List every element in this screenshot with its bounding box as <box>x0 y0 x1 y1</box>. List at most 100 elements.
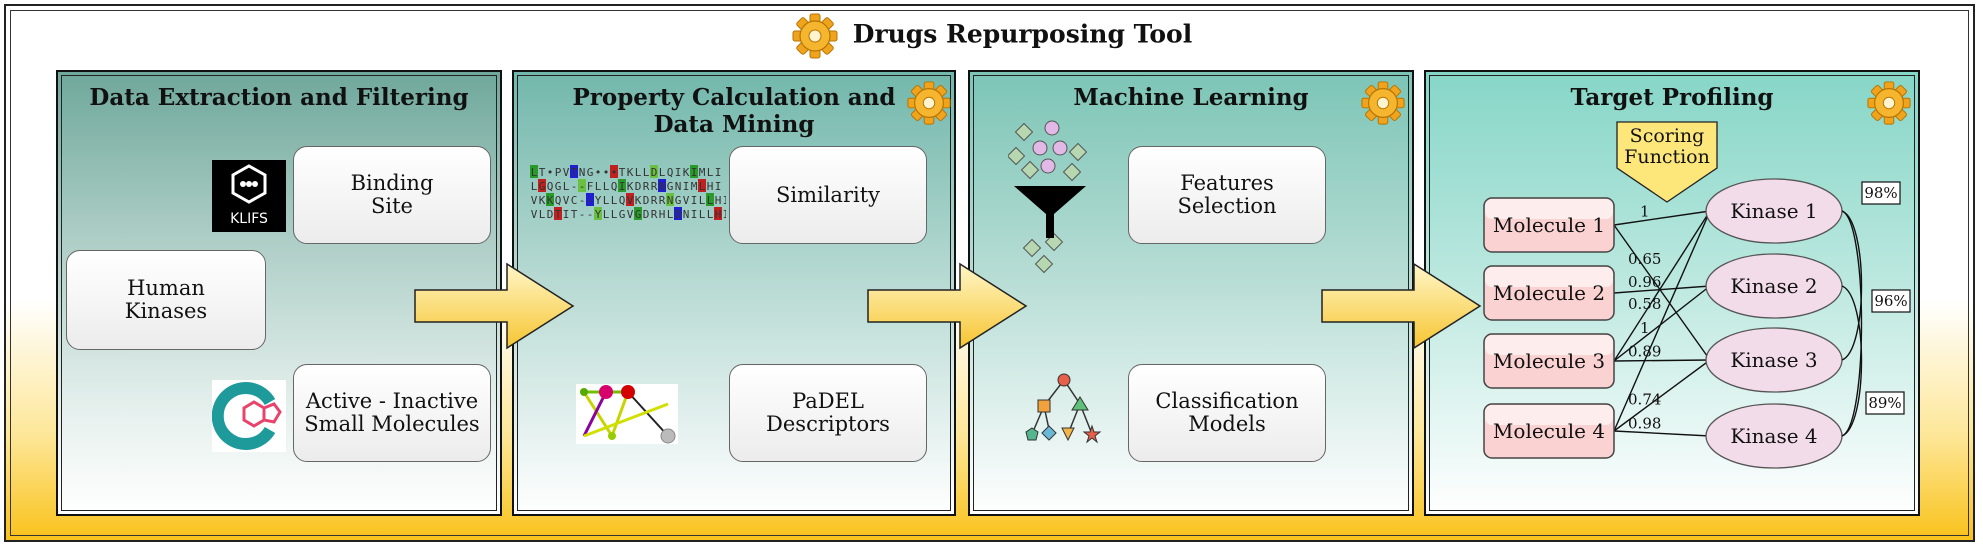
svg-text:L: L <box>707 166 714 179</box>
svg-text:H: H <box>707 180 714 193</box>
svg-text:F: F <box>587 180 594 193</box>
svg-text:T: T <box>555 208 562 221</box>
svg-text:•: • <box>611 166 618 179</box>
features-selection-box: Features Selection <box>1128 146 1326 244</box>
svg-text:K: K <box>627 166 634 179</box>
svg-text:L: L <box>699 180 706 193</box>
svg-text:•: • <box>595 166 602 179</box>
molecule-node: Molecule 1 <box>1483 197 1615 253</box>
edge-line <box>1613 285 1711 294</box>
svg-text:96%: 96% <box>1874 292 1907 310</box>
edge-score-label: 0.98 <box>1628 415 1661 433</box>
svg-text:I: I <box>723 194 726 207</box>
svg-text:89%: 89% <box>1868 394 1901 412</box>
svg-text:L: L <box>563 180 570 193</box>
edge-line <box>1613 285 1711 362</box>
edge-line <box>1613 210 1711 432</box>
svg-text:K: K <box>635 194 642 207</box>
classification-models-box: Classification Models <box>1128 364 1326 462</box>
panel-gear-icon <box>1360 80 1406 126</box>
svg-text:Kinase 4: Kinase 4 <box>1730 424 1817 448</box>
svg-text:V: V <box>627 194 634 207</box>
funnel-icon <box>1006 118 1092 288</box>
svg-text:-: - <box>587 208 594 221</box>
svg-text:T: T <box>571 166 578 179</box>
svg-text:N: N <box>683 208 690 221</box>
svg-text:•: • <box>547 166 554 179</box>
svg-text:I: I <box>691 194 698 207</box>
svg-text:L: L <box>531 166 538 179</box>
panel-title: Property Calculation and Data Mining <box>572 84 896 138</box>
svg-text:-: - <box>579 194 586 207</box>
svg-text:C: C <box>571 194 578 207</box>
kinase-node: Kinase 1 <box>1705 178 1843 244</box>
svg-text:D: D <box>675 208 682 221</box>
svg-text:V: V <box>627 208 634 221</box>
svg-text:V: V <box>563 166 570 179</box>
edge-score-label: 1 <box>1640 319 1650 337</box>
edge-score-label: 0.65 <box>1628 250 1661 268</box>
panel-title: Target Profiling <box>1570 84 1774 111</box>
svg-text:R: R <box>651 208 658 221</box>
svg-text:K: K <box>547 194 554 207</box>
svg-text:Molecule 1: Molecule 1 <box>1493 213 1605 237</box>
svg-text:G: G <box>587 166 594 179</box>
svg-text:Q: Q <box>611 180 618 193</box>
svg-text:L: L <box>603 180 610 193</box>
svg-text:L: L <box>667 208 674 221</box>
svg-text:L: L <box>707 208 714 221</box>
svg-text:V: V <box>531 208 538 221</box>
svg-text:N: N <box>579 166 586 179</box>
human-kinases-box: Human Kinases <box>66 250 266 350</box>
svg-text:I: I <box>675 166 682 179</box>
svg-text:G: G <box>555 180 562 193</box>
svg-text:-: - <box>571 180 578 193</box>
svg-text:Y: Y <box>595 208 602 221</box>
svg-text:L: L <box>611 208 618 221</box>
molecule-node: Molecule 3 <box>1483 333 1615 389</box>
svg-text:I: I <box>691 208 698 221</box>
edge-line <box>1613 430 1711 437</box>
svg-text:I: I <box>691 166 698 179</box>
svg-text:P: P <box>555 166 562 179</box>
svg-text:H: H <box>715 208 722 221</box>
svg-text:•: • <box>603 166 610 179</box>
edge-score-label: 1 <box>1640 203 1650 221</box>
svg-text:-: - <box>579 208 586 221</box>
panel-gear-icon <box>906 80 952 126</box>
svg-text:L: L <box>699 208 706 221</box>
arrow-right-icon <box>867 262 1028 350</box>
svg-text:Molecule 3: Molecule 3 <box>1493 349 1605 373</box>
svg-text:L: L <box>635 166 642 179</box>
svg-text:G: G <box>635 208 642 221</box>
edge-score-label: 0.89 <box>1628 343 1661 361</box>
svg-text:L: L <box>603 194 610 207</box>
svg-text:I: I <box>683 180 690 193</box>
title-text: Drugs Repurposing Tool <box>852 19 1193 49</box>
svg-text:M: M <box>699 166 706 179</box>
svg-text:Function: Function <box>1624 146 1710 168</box>
small-molecules-box: Active - Inactive Small Molecules <box>293 364 491 462</box>
arrow-right-icon <box>414 262 575 350</box>
svg-text:V: V <box>683 194 690 207</box>
svg-text:G: G <box>539 180 546 193</box>
edge-line <box>1613 359 1711 362</box>
title-gear-icon <box>791 12 839 60</box>
svg-text:N: N <box>675 180 682 193</box>
svg-text:T: T <box>619 166 626 179</box>
svg-text:D: D <box>635 180 642 193</box>
edge-line <box>1613 359 1711 432</box>
svg-text:Q: Q <box>555 194 562 207</box>
molecule-node: Molecule 4 <box>1483 403 1615 459</box>
decision-tree-icon <box>1024 372 1104 452</box>
svg-text:G: G <box>619 208 626 221</box>
svg-text:D: D <box>643 194 650 207</box>
panel-title: Data Extraction and Filtering <box>89 84 469 111</box>
svg-text:Y: Y <box>595 194 602 207</box>
kinase-node: Kinase 3 <box>1705 327 1843 393</box>
svg-text:Molecule 4: Molecule 4 <box>1493 419 1605 443</box>
klifs-logo: KLIFS <box>212 160 286 232</box>
svg-text:L: L <box>531 180 538 193</box>
